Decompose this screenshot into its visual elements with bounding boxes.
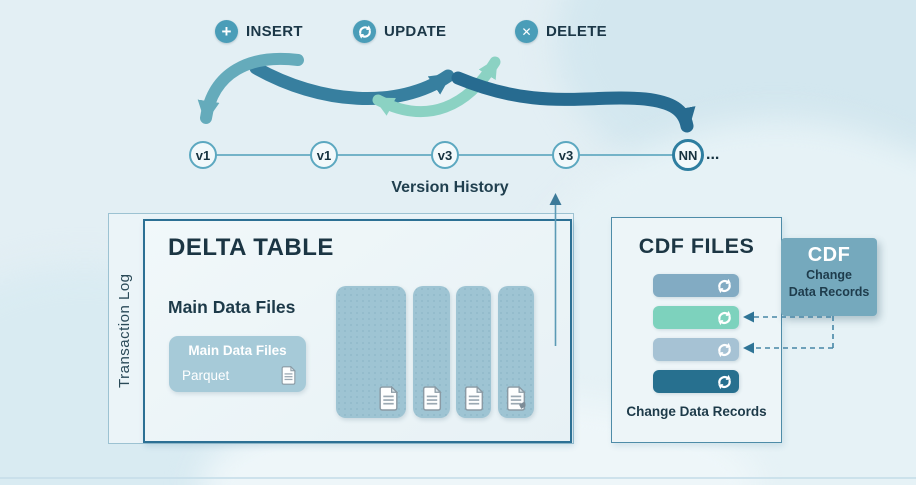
- document-icon: [422, 386, 441, 411]
- document-edit-icon: [506, 386, 526, 411]
- version-history-label: Version History: [391, 179, 509, 196]
- file-card-title: Main Data Files: [188, 343, 287, 358]
- bottom-divider-line: [0, 477, 916, 479]
- cdf-card-title: CDF: [807, 244, 851, 266]
- data-file-column-3: [456, 286, 491, 418]
- plus-icon: +: [215, 20, 238, 43]
- document-icon: [464, 386, 483, 411]
- version-node-latest: NN: [672, 139, 704, 171]
- change-data-file-3: [653, 338, 739, 361]
- legend-item-insert: + INSERT: [215, 20, 303, 43]
- version-node-3: v3: [431, 141, 459, 169]
- sync-icon: [717, 278, 732, 293]
- change-data-records-caption: Change Data Records: [626, 404, 767, 419]
- delete-flow-arrow: [372, 56, 501, 118]
- cdf-files-title: CDF FILES: [638, 234, 755, 258]
- cdf-files-box: CDF FILES Change Data Records: [611, 217, 782, 443]
- data-file-column-4: [498, 286, 534, 418]
- main-data-files-card: Main Data Files Parquet: [169, 336, 306, 392]
- version-node-2: v1: [310, 141, 338, 169]
- document-icon: [379, 386, 398, 411]
- data-file-column-1: [336, 286, 406, 418]
- version-node-1: v1: [189, 141, 217, 169]
- main-data-files-heading: Main Data Files: [168, 297, 296, 317]
- insert-flow-arrow: [197, 53, 304, 124]
- change-data-file-4: [653, 370, 739, 393]
- timeline-ellipsis: ...: [706, 146, 720, 163]
- legend-label-update: UPDATE: [384, 23, 447, 40]
- transaction-log-label: Transaction Log: [116, 273, 133, 389]
- change-data-file-1: [653, 274, 739, 297]
- refresh-icon: [353, 20, 376, 43]
- cdf-card-line-2: Data Records: [788, 284, 870, 299]
- cdf-callout-card: CDF Change Data Records: [781, 238, 877, 316]
- legend-label-delete: DELETE: [546, 23, 607, 40]
- sync-icon: [717, 342, 732, 357]
- cdf-card-line-1: Change: [806, 268, 852, 282]
- change-data-file-2: [653, 306, 739, 329]
- legend-item-delete: ✕ DELETE: [515, 20, 607, 43]
- parquet-label: Parquet: [182, 368, 230, 383]
- document-icon: [281, 366, 296, 385]
- close-icon: ✕: [515, 20, 538, 43]
- data-file-column-2: [413, 286, 450, 418]
- version-node-4: v3: [552, 141, 580, 169]
- connector-up-arrowhead: [549, 193, 562, 205]
- delta-table-title: DELTA TABLE: [168, 234, 334, 261]
- sync-icon: [717, 374, 732, 389]
- sync-icon: [717, 310, 732, 325]
- legend-label-insert: INSERT: [246, 23, 303, 40]
- update-flow-arrow: [249, 61, 455, 105]
- legend-item-update: UPDATE: [353, 20, 446, 43]
